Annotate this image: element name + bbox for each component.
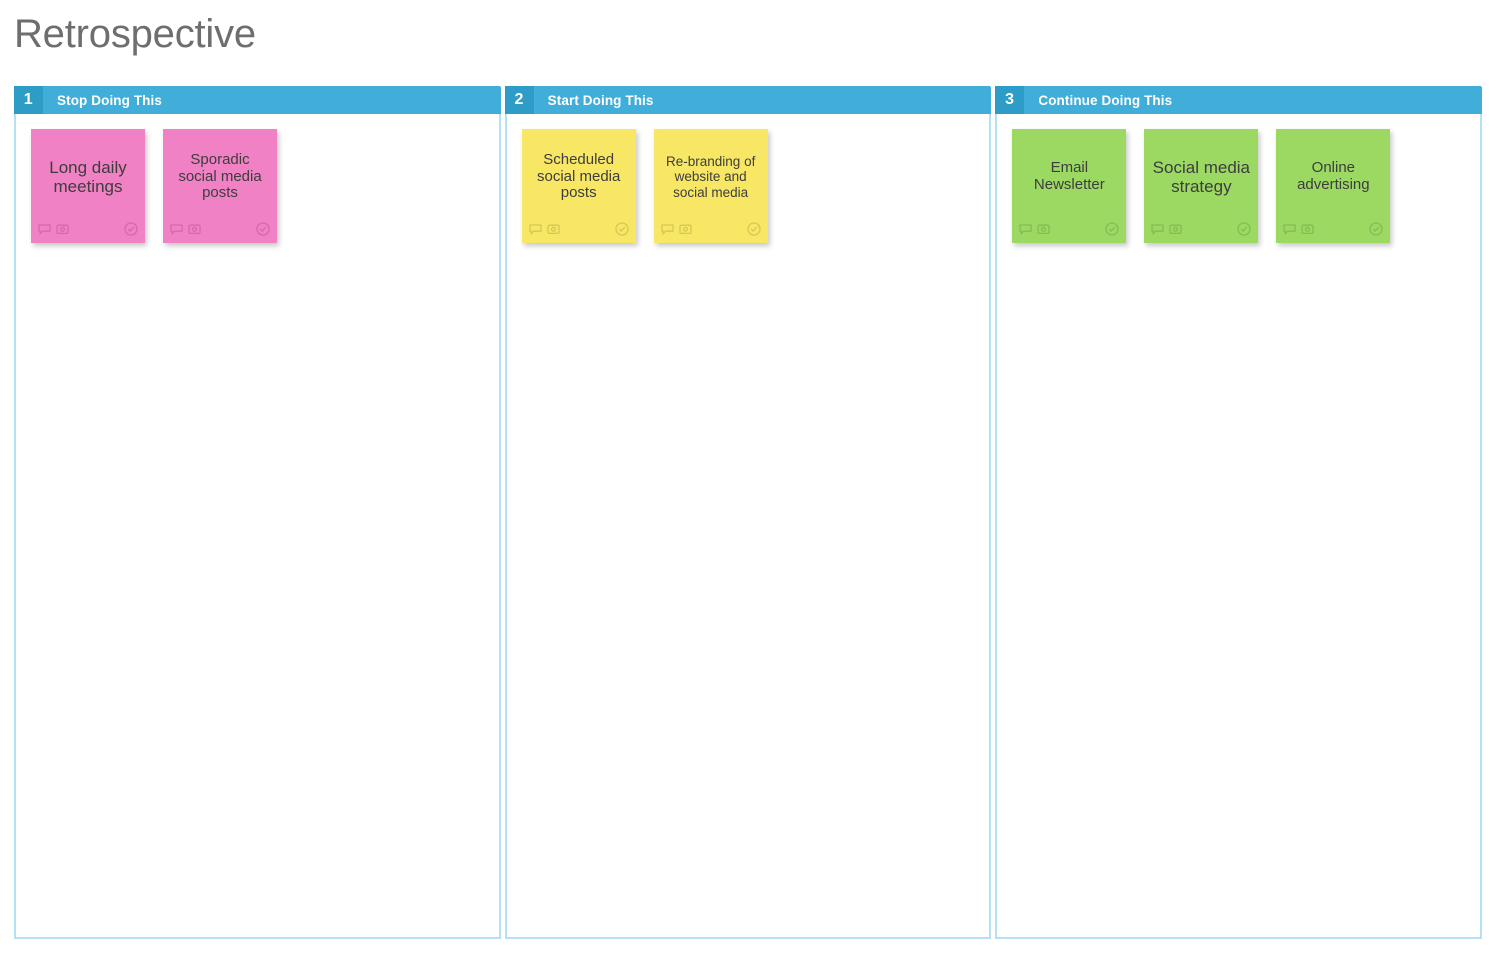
note-action-icons	[529, 223, 560, 235]
sticky-note-footer	[1012, 221, 1126, 237]
note-action-icons	[1019, 223, 1050, 235]
sticky-note[interactable]: Online advertising	[1276, 129, 1391, 243]
sticky-note[interactable]: Email Newsletter	[1012, 129, 1127, 243]
column-title[interactable]: Continue Doing This	[1038, 92, 1173, 108]
column-number-badge: 3	[995, 86, 1025, 114]
sticky-note-footer	[522, 221, 636, 237]
note-action-icons	[170, 223, 201, 235]
note-action-icons	[661, 223, 692, 235]
page-title: Retrospective	[14, 12, 256, 56]
photo-icon[interactable]	[1169, 224, 1182, 235]
column-header: 2 Start Doing This	[504, 86, 992, 114]
comment-icon[interactable]	[1019, 223, 1032, 235]
photo-icon[interactable]	[547, 224, 560, 235]
comment-icon[interactable]	[38, 223, 51, 235]
sticky-note-text: Long daily meetings	[49, 157, 127, 196]
column-title[interactable]: Start Doing This	[547, 92, 654, 108]
check-circle-icon[interactable]	[124, 222, 138, 236]
column-title[interactable]: Stop Doing This	[57, 92, 162, 108]
check-circle-icon[interactable]	[1105, 222, 1119, 236]
sticky-note-text: Online advertising	[1297, 159, 1370, 193]
sticky-note-footer	[1144, 221, 1258, 237]
column-number-badge: 2	[504, 86, 534, 114]
comment-icon[interactable]	[1151, 223, 1164, 235]
sticky-note-footer	[654, 221, 768, 237]
column-body[interactable]: Email Newsletter Social media strategy Onl…	[995, 114, 1483, 939]
comment-icon[interactable]	[529, 223, 542, 235]
check-circle-icon[interactable]	[747, 222, 761, 236]
photo-icon[interactable]	[1037, 224, 1050, 235]
sticky-note-footer	[163, 221, 277, 237]
sticky-note[interactable]: Social media strategy	[1144, 129, 1259, 243]
column-header: 3 Continue Doing This	[995, 86, 1483, 114]
sticky-note-text: Social media strategy	[1152, 157, 1250, 196]
comment-icon[interactable]	[1283, 223, 1296, 235]
column-body[interactable]: Scheduled social media posts Re-branding …	[504, 114, 992, 939]
photo-icon[interactable]	[1301, 224, 1314, 235]
note-action-icons	[38, 223, 69, 235]
sticky-note[interactable]: Sporadic social media posts	[163, 129, 277, 243]
check-circle-icon[interactable]	[615, 222, 629, 236]
comment-icon[interactable]	[661, 223, 674, 235]
comment-icon[interactable]	[170, 223, 183, 235]
sticky-note-text: Email Newsletter	[1033, 159, 1105, 193]
check-circle-icon[interactable]	[1369, 222, 1383, 236]
check-circle-icon[interactable]	[1237, 222, 1251, 236]
sticky-note-text: Re-branding of website and social media	[666, 154, 756, 200]
sticky-note[interactable]: Long daily meetings	[31, 129, 145, 243]
photo-icon[interactable]	[188, 224, 201, 235]
column-body[interactable]: Long daily meetings Sporadic social media…	[14, 114, 501, 939]
sticky-note-footer	[31, 221, 145, 237]
note-action-icons	[1283, 223, 1314, 235]
sticky-note-footer	[1276, 221, 1390, 237]
photo-icon[interactable]	[56, 224, 69, 235]
sticky-note-text: Scheduled social media posts	[536, 150, 621, 202]
column-header: 1 Stop Doing This	[14, 86, 501, 114]
sticky-note[interactable]: Scheduled social media posts	[521, 129, 636, 243]
sticky-note[interactable]: Re-branding of website and social media	[653, 129, 768, 243]
column-number-badge: 1	[14, 86, 43, 114]
photo-icon[interactable]	[679, 224, 692, 235]
sticky-note-text: Sporadic social media posts	[178, 150, 262, 202]
check-circle-icon[interactable]	[256, 222, 270, 236]
note-action-icons	[1151, 223, 1182, 235]
